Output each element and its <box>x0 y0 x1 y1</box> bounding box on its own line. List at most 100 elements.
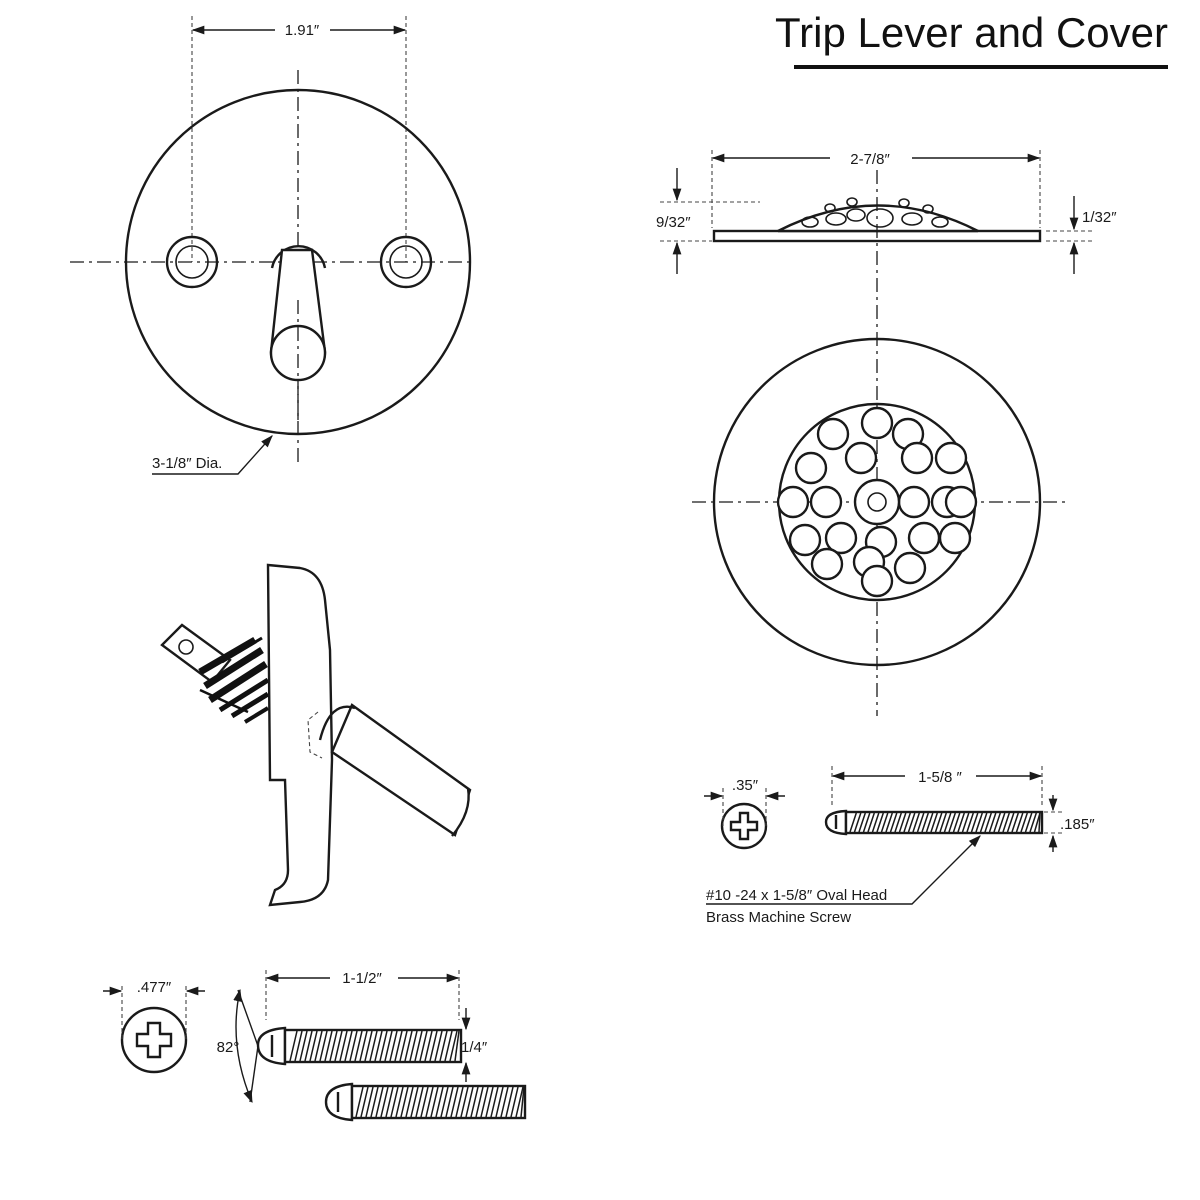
thread-line <box>450 1086 459 1118</box>
thread-line <box>912 812 921 833</box>
cover-thickness-label: 1/32″ <box>1082 209 1117 226</box>
thread-line <box>510 1086 519 1118</box>
thread-line <box>520 1086 525 1118</box>
second-screw-threads <box>355 1086 525 1118</box>
thread-line <box>435 1086 444 1118</box>
drain-hole <box>816 417 850 451</box>
thread-line <box>449 1030 458 1062</box>
thread-line <box>975 812 984 833</box>
thread-line <box>294 1030 303 1062</box>
hole-spacing-label: 1.91″ <box>285 22 320 39</box>
thread-line <box>871 812 880 833</box>
thread-line <box>364 1030 373 1062</box>
thread-line <box>495 1086 504 1118</box>
thread-line <box>369 1030 378 1062</box>
cover-screw-description-1: #10 -24 x 1-5/8″ Oval Head <box>706 887 887 904</box>
thread-line <box>867 812 876 833</box>
thread-line <box>400 1086 409 1118</box>
thread-line <box>997 812 1006 833</box>
thread-line <box>880 812 889 833</box>
thread-line <box>324 1030 333 1062</box>
thread-line <box>470 1086 479 1118</box>
cover-center-boss <box>853 478 901 526</box>
thread-line <box>445 1086 454 1118</box>
thread-line <box>430 1086 439 1118</box>
thread-line <box>370 1086 379 1118</box>
cover-screw-head-view: .35″ <box>704 777 785 850</box>
lever-arm <box>330 703 472 837</box>
drain-hole <box>810 547 844 581</box>
thread-line <box>1006 812 1015 833</box>
thread-line <box>399 1030 408 1062</box>
thread-line <box>289 1030 298 1062</box>
page-title: Trip Lever and Cover <box>775 9 1168 56</box>
thread-line <box>894 812 903 833</box>
lever-screw-head-view: .477″ <box>103 979 205 1074</box>
plate-diameter-label: 3-1/8″ Dia. <box>152 455 222 472</box>
drain-hole <box>934 441 968 475</box>
thread-line <box>410 1086 419 1118</box>
thread-line <box>984 812 993 833</box>
thread-line <box>1015 812 1024 833</box>
thread-line <box>334 1030 343 1062</box>
thread-line <box>948 812 957 833</box>
thread-line <box>849 812 858 833</box>
thread-line <box>434 1030 443 1062</box>
thread-line <box>475 1086 484 1118</box>
thread-line <box>957 812 966 833</box>
left-screw-hole <box>165 235 219 289</box>
thread-line <box>394 1030 403 1062</box>
thread-line <box>354 1030 363 1062</box>
lever-screw-length-label: 1-1/2″ <box>342 970 382 987</box>
thread-line <box>359 1030 368 1062</box>
thread-line <box>385 1086 394 1118</box>
thread-line <box>329 1030 338 1062</box>
lever-screw-head-label: .477″ <box>137 979 172 996</box>
strainer-cover-top-view <box>692 337 1065 667</box>
thread-line <box>500 1086 509 1118</box>
thread-line <box>380 1086 389 1118</box>
thread-line <box>1038 812 1041 833</box>
drain-hole <box>893 551 927 585</box>
thread-line <box>943 812 952 833</box>
cover-drain-holes <box>776 406 978 598</box>
thread-line <box>454 1030 460 1062</box>
cover-screw-diameter-label: .185″ <box>1060 816 1095 833</box>
thread-line <box>439 1030 448 1062</box>
drain-hole <box>938 521 972 555</box>
thread-line <box>355 1086 364 1118</box>
title-block: Trip Lever and Cover <box>775 9 1168 69</box>
thread-line <box>907 812 916 833</box>
strainer-cover-side-view: 2-7/8″ 9/32″ 1/32″ <box>656 150 1117 716</box>
thread-line <box>930 812 939 833</box>
thread-line <box>404 1030 413 1062</box>
spring <box>198 636 270 724</box>
thread-line <box>925 812 934 833</box>
drain-hole <box>897 485 931 519</box>
drain-hole <box>776 485 810 519</box>
thread-line <box>424 1030 433 1062</box>
thread-line <box>405 1086 414 1118</box>
cover-screw-description-2: Brass Machine Screw <box>706 909 851 926</box>
trip-lever-plate-front-view: 1.91″ 3-1/8″ Dia. <box>70 16 472 475</box>
cover-screw-head-label: .35″ <box>732 777 759 794</box>
thread-line <box>480 1086 489 1118</box>
thread-line <box>389 1030 398 1062</box>
thread-line <box>988 812 997 833</box>
trip-lever-side-view <box>160 563 472 907</box>
cover-screw-threads <box>849 812 1041 833</box>
drain-hole <box>844 441 878 475</box>
thread-line <box>1029 812 1038 833</box>
thread-line <box>460 1086 469 1118</box>
thread-line <box>419 1030 428 1062</box>
thread-line <box>876 812 885 833</box>
thread-line <box>961 812 970 833</box>
drain-hole <box>944 485 978 519</box>
thread-line <box>374 1030 383 1062</box>
thread-line <box>952 812 961 833</box>
thread-line <box>490 1086 499 1118</box>
thread-line <box>1002 812 1011 833</box>
thread-line <box>375 1086 384 1118</box>
drain-hole <box>860 564 894 598</box>
thread-line <box>862 812 871 833</box>
